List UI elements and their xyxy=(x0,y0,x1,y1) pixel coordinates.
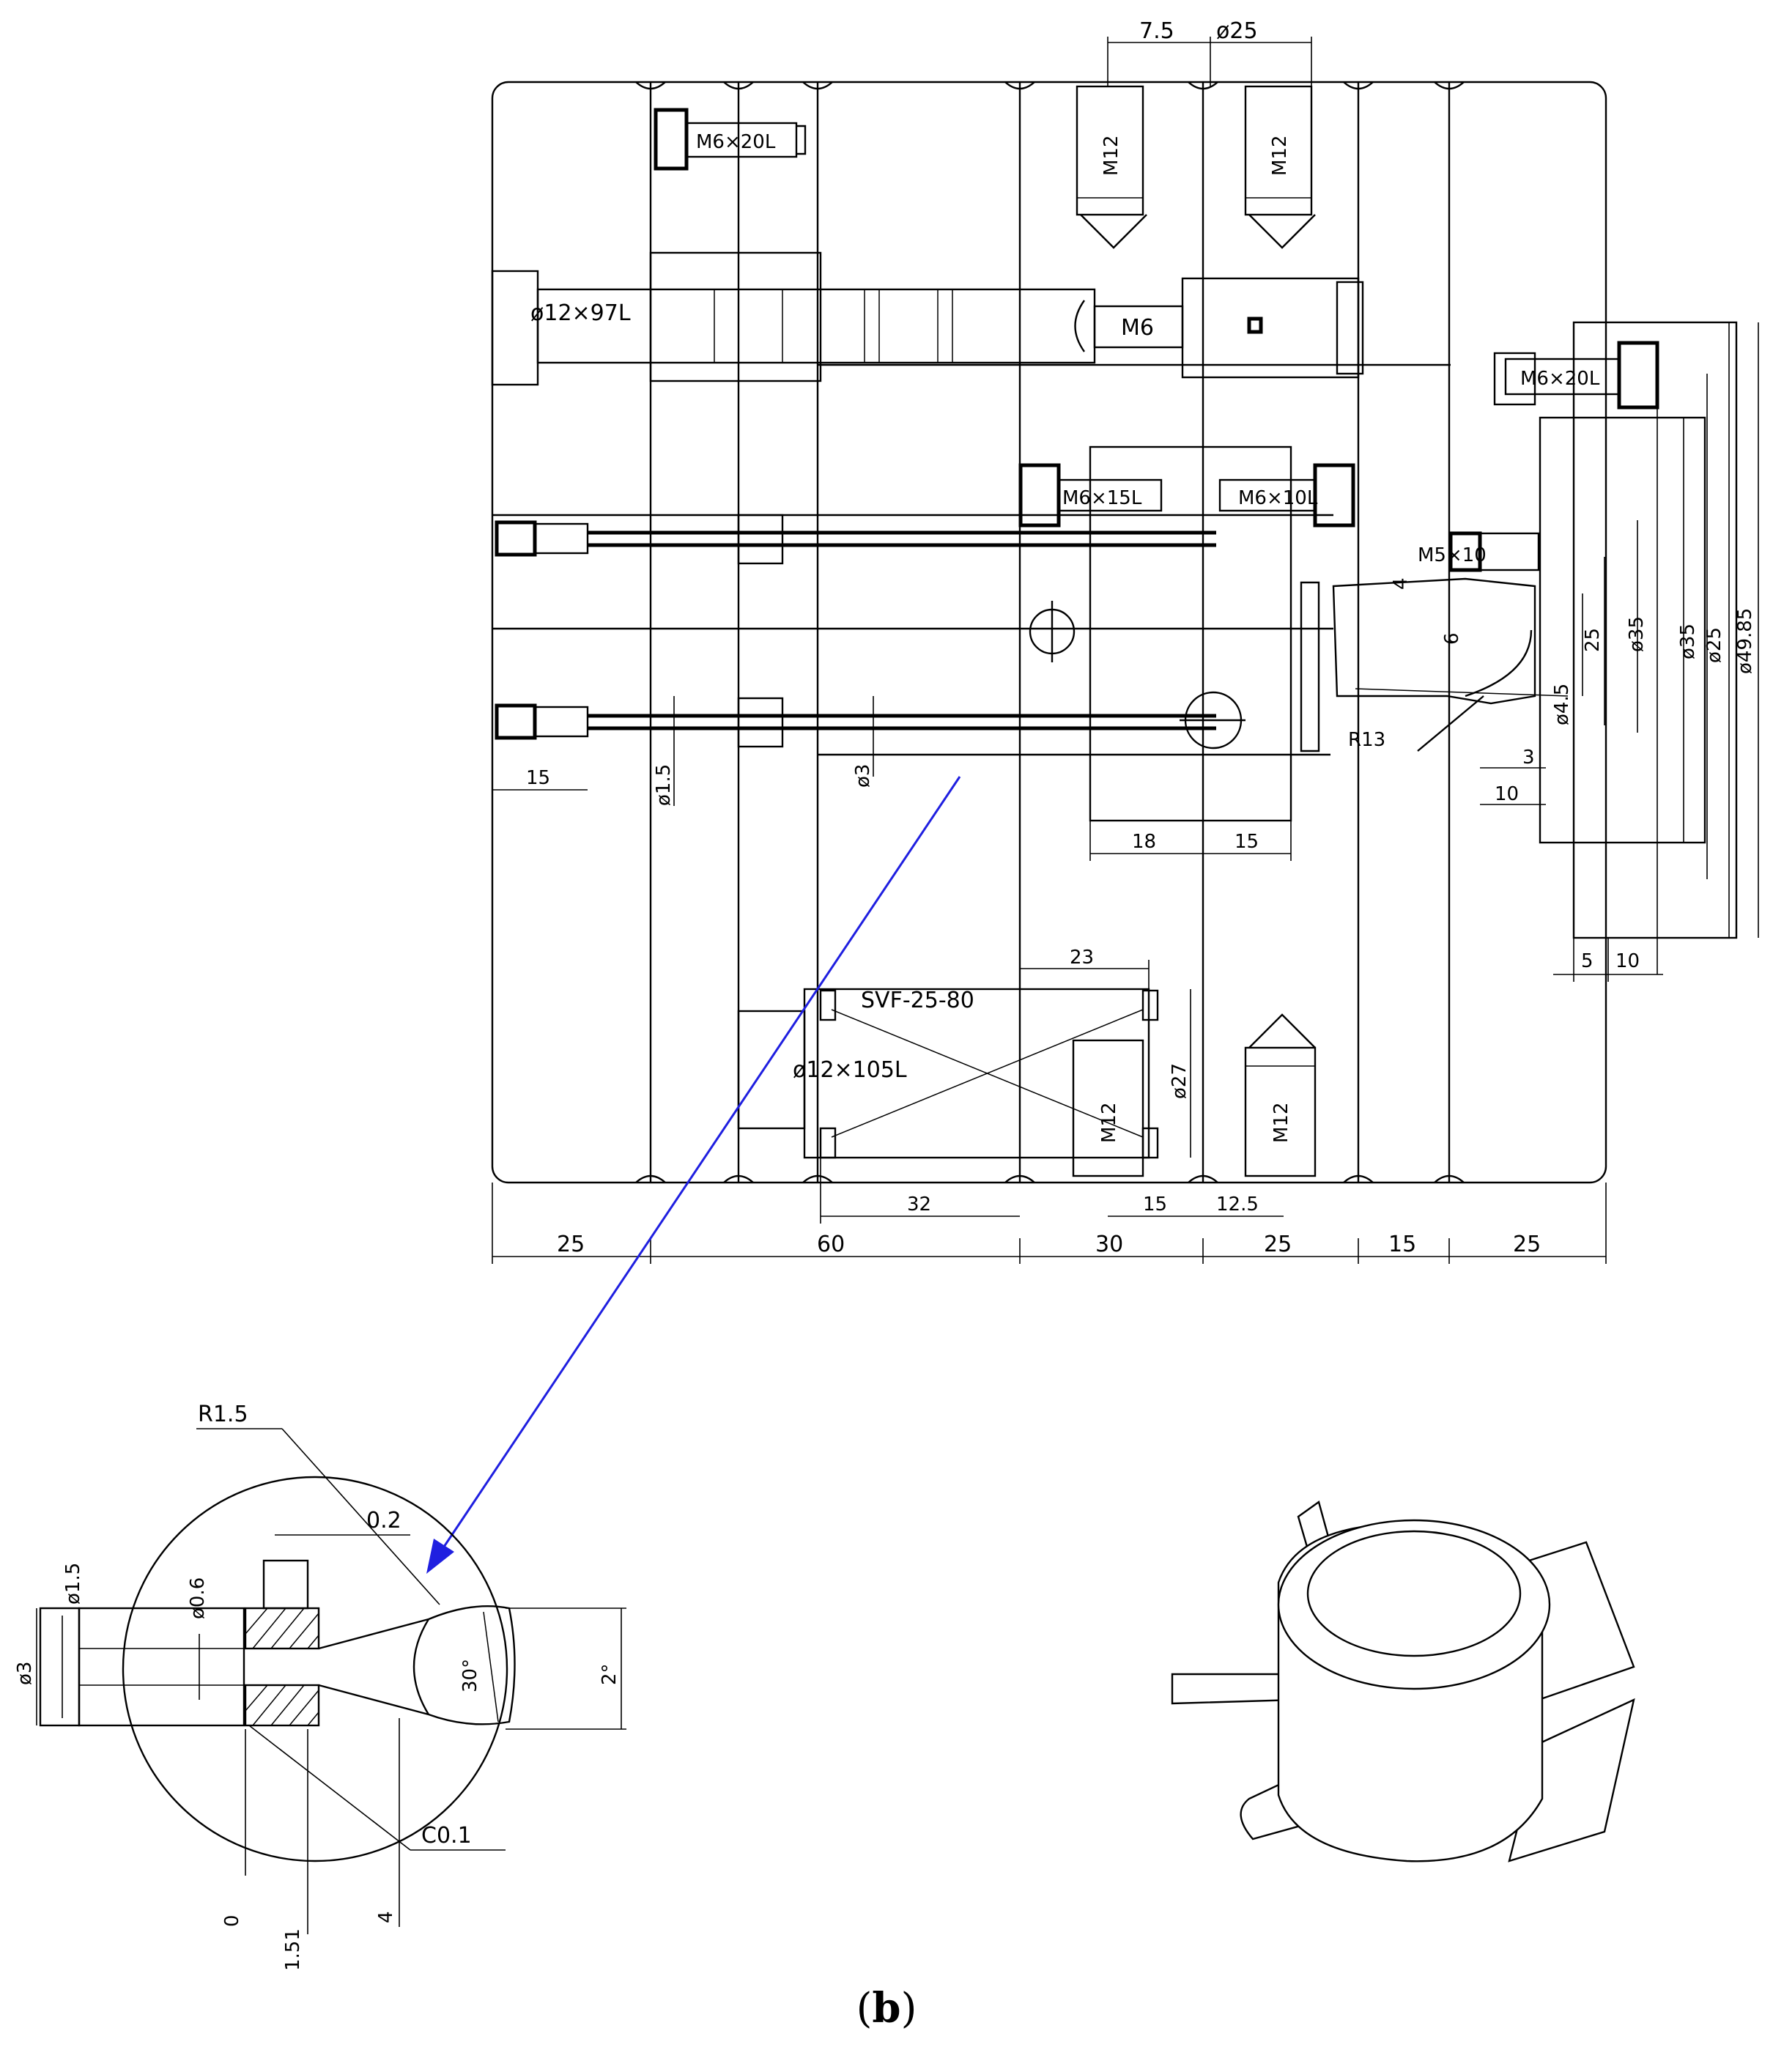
guide-pin-top-label: ø12×97L xyxy=(530,300,631,326)
screw-top-left: M6×20L xyxy=(654,108,807,171)
dim-phi3: ø3 xyxy=(852,764,874,788)
detail-dim-phi15: ø1.5 xyxy=(62,1563,84,1605)
guide-pin-bottom-label: ø12×105L xyxy=(793,1057,907,1083)
dim-bottom-15: 15 xyxy=(1388,1232,1416,1257)
screw-right-top: M6×20L xyxy=(1493,341,1659,410)
bolt-bottom-b-label: M12 xyxy=(1270,1102,1292,1143)
detail-leader-arrow xyxy=(426,776,961,1574)
bolt-bottom-b: M12 xyxy=(1244,1013,1317,1177)
detail-dim-1-51: 1.51 xyxy=(282,1928,304,1971)
dim-3: 3 xyxy=(1522,747,1535,769)
dim-phi15: ø1.5 xyxy=(653,764,675,806)
bottom-dimension-chain: 25 60 30 25 15 25 xyxy=(492,1183,1607,1264)
right-dimensions: 25 ø35 ø35 ø25 ø49.85 ø4.5 4 6 3 10 5 10 xyxy=(1390,321,1759,982)
detail-angle-2: 2° xyxy=(599,1663,621,1685)
detail-view: ø3 ø1.5 ø0.6 0.2 R1.5 2° 30° C0.1 0 1.51… xyxy=(14,1402,626,1971)
dim-5: 5 xyxy=(1581,950,1594,972)
dim-phi25b: ø25 xyxy=(1703,627,1725,663)
screw-mid-b-label: M6×10L xyxy=(1238,487,1318,509)
dim-phi49: ø49.85 xyxy=(1734,608,1756,674)
dim-4: 4 xyxy=(1390,577,1412,590)
screw-right-top-label: M6×20L xyxy=(1520,368,1600,390)
dim-10: 10 xyxy=(1495,783,1519,805)
detail-dim-0-2: 0.2 xyxy=(366,1508,401,1533)
fan-part-3d xyxy=(1171,1501,1635,1862)
detail-dim-phi06: ø0.6 xyxy=(187,1577,209,1619)
dim-phi45: ø4.5 xyxy=(1551,684,1573,725)
dim-bottom-25c: 25 xyxy=(1513,1232,1541,1257)
guide-pin-top: ø12×97L M6 xyxy=(491,251,1364,386)
dim-25-vertical: 25 xyxy=(1582,628,1604,652)
dim-phi25-top: ø25 xyxy=(1216,18,1258,44)
dim-12-5: 12.5 xyxy=(1216,1194,1259,1216)
r13-label: R13 xyxy=(1348,729,1385,751)
dim-32: 32 xyxy=(907,1194,931,1216)
dim-bottom-25a: 25 xyxy=(557,1232,585,1257)
bolt-top-a: M12 xyxy=(1076,85,1147,249)
mold-section: M6×20L M12 M12 7.5 ø25 xyxy=(491,18,1759,1264)
dim-phi35b: ø35 xyxy=(1677,624,1699,659)
figure-caption: (b) xyxy=(856,1984,917,2032)
screw-mid-b: M6×10L xyxy=(1218,463,1355,528)
screw-mid-a-label: M6×15L xyxy=(1062,487,1142,509)
lower-dimensions: 23 ø27 32 15 12.5 xyxy=(820,947,1284,1224)
dim-6: 6 xyxy=(1441,632,1463,645)
hatched-insert xyxy=(244,1559,320,1727)
bolt-top-b: M12 xyxy=(1244,85,1316,249)
dim-bottom-25b: 25 xyxy=(1264,1232,1292,1257)
mid-dimensions: 15 ø1.5 ø3 18 15 xyxy=(492,445,1292,861)
bolt-top-b-label: M12 xyxy=(1269,135,1291,176)
ejector-pin-lower xyxy=(495,697,1216,748)
screw-mid-a: M6×15L xyxy=(1018,463,1163,528)
support-pin-label: SVF-25-80 xyxy=(861,988,974,1013)
detail-dim-c01: C0.1 xyxy=(421,1823,472,1849)
dim-15-left: 15 xyxy=(526,767,550,789)
caption-letter: b xyxy=(872,1984,900,2032)
dim-23: 23 xyxy=(1070,947,1094,969)
detail-angle-30: 30° xyxy=(459,1659,481,1692)
detail-dim-r15: R1.5 xyxy=(198,1402,248,1427)
dim-bottom-30: 30 xyxy=(1095,1232,1123,1257)
mold-plates xyxy=(491,81,1607,1184)
dim-7-5: 7.5 xyxy=(1139,18,1174,44)
screw-m5-label: M5×10 xyxy=(1418,544,1487,566)
dim-18: 18 xyxy=(1132,831,1156,853)
dim-10b: 10 xyxy=(1615,950,1640,972)
dim-phi35: ø35 xyxy=(1626,616,1648,652)
bolt-top-a-label: M12 xyxy=(1100,135,1122,176)
detail-dim-4: 4 xyxy=(375,1911,397,1923)
dim-15-lower: 15 xyxy=(1143,1194,1167,1216)
dim-bottom-60: 60 xyxy=(817,1232,845,1257)
detail-dim-phi3: ø3 xyxy=(14,1662,36,1685)
support-pin: SVF-25-80 ø12×105L xyxy=(737,988,1159,1159)
dim-phi27: ø27 xyxy=(1169,1063,1191,1099)
detail-dim-0: 0 xyxy=(221,1914,243,1927)
bolt-bottom-a: M12 xyxy=(1072,1039,1144,1177)
screw-top-left-label: M6×20L xyxy=(696,131,776,153)
ejector-pin-upper xyxy=(495,514,1216,565)
sprue-insert: M5×10 R13 xyxy=(1300,531,1569,752)
m6-label: M6 xyxy=(1121,315,1154,341)
dim-15-mid: 15 xyxy=(1235,831,1259,853)
top-dimensions: 7.5 ø25 xyxy=(1107,18,1312,86)
bolt-bottom-a-label: M12 xyxy=(1098,1102,1120,1143)
